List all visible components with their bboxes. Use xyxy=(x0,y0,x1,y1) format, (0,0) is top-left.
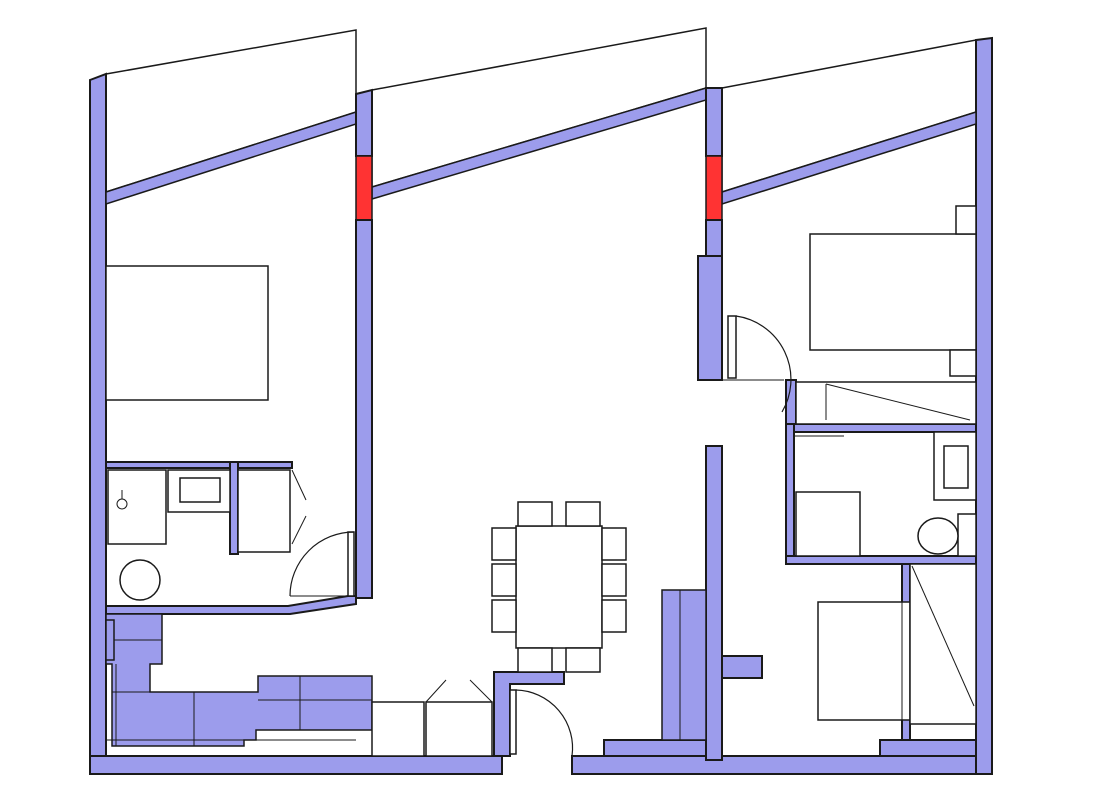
wall-left-exterior xyxy=(89,72,107,761)
rbath-toilet-icon xyxy=(917,517,959,555)
dining-table xyxy=(515,525,603,649)
closet-door-line xyxy=(291,469,307,501)
chair-bottom-right xyxy=(565,647,601,673)
wall-right-bottom-step xyxy=(603,739,707,757)
chair-bottom-left xyxy=(517,647,553,673)
balcony-right xyxy=(721,39,977,194)
entrance-wardrobe xyxy=(371,679,493,757)
wardrobe-door-line xyxy=(425,679,447,703)
nightstand-top xyxy=(955,205,977,235)
wall-partition-right-upper xyxy=(705,87,723,157)
wall-right-exterior xyxy=(975,36,993,775)
chair-top-right xyxy=(565,501,601,527)
rbath-shower xyxy=(795,491,861,557)
wall-entrance-jamb xyxy=(493,671,565,757)
wall-rbath-top xyxy=(785,423,977,433)
bedroom-door-right[interactable] xyxy=(727,315,737,379)
wall-right-stub xyxy=(697,255,723,381)
shower-tray xyxy=(107,469,167,545)
wall-bottom-right-corner xyxy=(879,739,977,757)
wall-bath-top-right xyxy=(235,461,293,469)
closet-door-line xyxy=(291,515,307,545)
entrance-door xyxy=(509,689,574,757)
balconies xyxy=(105,27,977,194)
bedroom-door-swing xyxy=(735,315,792,413)
kitchen xyxy=(105,613,373,747)
bed-left xyxy=(105,265,269,401)
wall-diagonal-left xyxy=(105,110,357,206)
wall-right-nib xyxy=(721,655,763,679)
wardrobe-second-diagonal xyxy=(911,565,975,707)
wall-diagonal-middle xyxy=(371,86,707,201)
chair-left-2 xyxy=(491,563,517,597)
closet-right xyxy=(795,381,977,425)
wall-opening-right xyxy=(705,155,723,221)
rbath-toilet-tank xyxy=(957,513,977,557)
wall-diagonal-right xyxy=(721,110,977,206)
wall-rbath-left xyxy=(785,423,795,563)
nightstand-bottom xyxy=(949,349,977,377)
bathroom-door-swing xyxy=(289,531,355,597)
wall-bath-top xyxy=(105,461,237,469)
chair-left-1 xyxy=(491,527,517,561)
bathroom-door-left[interactable] xyxy=(347,531,355,597)
wall-opening-left xyxy=(355,155,373,221)
bed-second xyxy=(817,601,911,721)
wall-rbath-bottom xyxy=(785,555,977,565)
wall-bottom-right xyxy=(571,755,993,775)
wardrobe-door-line xyxy=(469,679,493,703)
washbasin xyxy=(179,477,221,503)
bed-right xyxy=(809,233,977,351)
wall-bath-inner xyxy=(229,461,239,555)
dining-table-with-eight-chairs xyxy=(491,501,627,673)
wall-partition-left-upper xyxy=(355,88,373,157)
right-bathroom xyxy=(794,431,977,557)
wardrobe-second xyxy=(909,563,977,725)
toilet-icon xyxy=(119,559,161,601)
wall-partition-left-lower xyxy=(355,219,373,599)
chair-left-3 xyxy=(491,599,517,633)
chair-right-1 xyxy=(601,527,627,561)
walls xyxy=(89,36,993,775)
storage-column xyxy=(661,589,707,741)
entrance-door-swing xyxy=(515,689,574,757)
second-right-bedroom xyxy=(817,563,977,740)
entrance-door-leaf[interactable] xyxy=(509,689,517,755)
rbath-basin xyxy=(943,445,969,489)
wardrobe-right xyxy=(425,701,493,757)
chair-right-3 xyxy=(601,599,627,633)
right-bedroom xyxy=(722,205,977,425)
closet-diagonal xyxy=(825,383,971,421)
wardrobe-left xyxy=(371,701,425,757)
kitchen-tall-unit xyxy=(105,619,115,661)
kitchen-counter-l xyxy=(105,613,373,747)
left-bedroom xyxy=(105,265,269,401)
left-bathroom xyxy=(107,469,355,601)
closet-unit xyxy=(237,469,291,553)
chair-right-2 xyxy=(601,563,627,597)
wall-bottom-left xyxy=(89,755,503,775)
central-storage xyxy=(661,589,707,741)
balcony-left xyxy=(105,29,357,194)
chair-top-left xyxy=(517,501,553,527)
wall-right-lower-partition xyxy=(705,445,723,761)
